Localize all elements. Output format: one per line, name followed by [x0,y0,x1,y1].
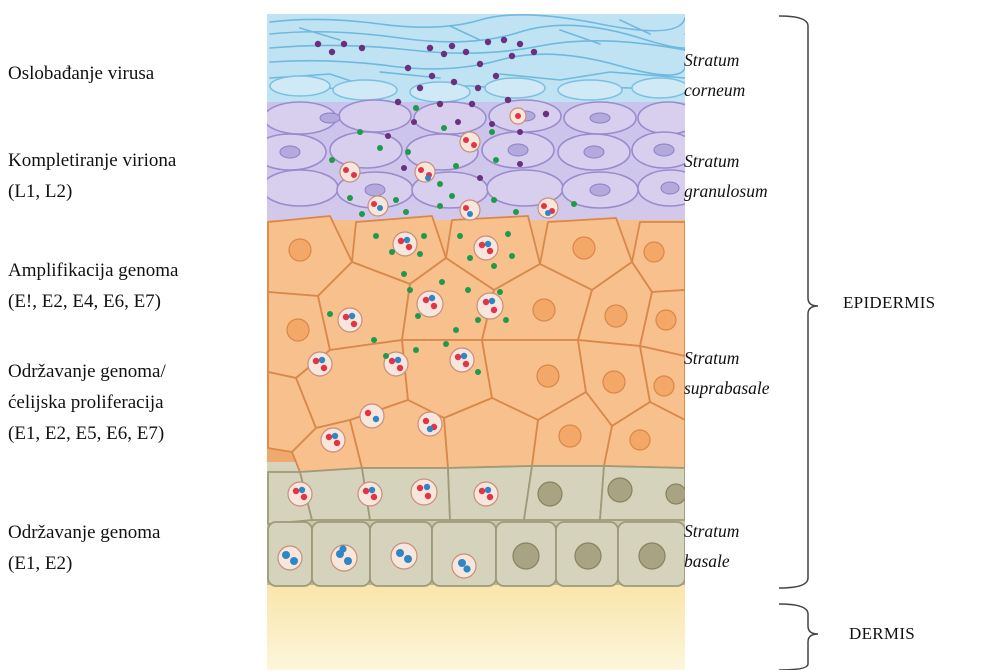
stage-virion-assembly-label: Kompletiranje viriona (L1, L2) [8,145,176,207]
epidermis-label: EPIDERMIS [843,293,935,313]
dermis-bracket [779,604,818,670]
epidermis-bracket [779,16,818,588]
layer-stratum-suprabasale-label: Stratum suprabasale [684,343,770,403]
stage-maintenance-proliferation-label: Održavanje genoma/ ćelijska proliferacij… [8,356,166,449]
stage-genome-maintenance-label: Održavanje genoma (E1, E2) [8,517,160,579]
stage-genome-amplification-label: Amplifikacija genoma (E!, E2, E4, E6, E7… [8,255,178,317]
layer-stratum-corneum-label: Stratum corneum [684,45,745,105]
layer-stratum-granulosum-label: Stratum granulosum [684,146,768,206]
dermis-label: DERMIS [849,624,915,644]
stage-release-label: Oslobađanje virusa [8,58,154,89]
layer-stratum-basale-label: Stratum basale [684,516,739,576]
dermis-layer [267,580,685,670]
